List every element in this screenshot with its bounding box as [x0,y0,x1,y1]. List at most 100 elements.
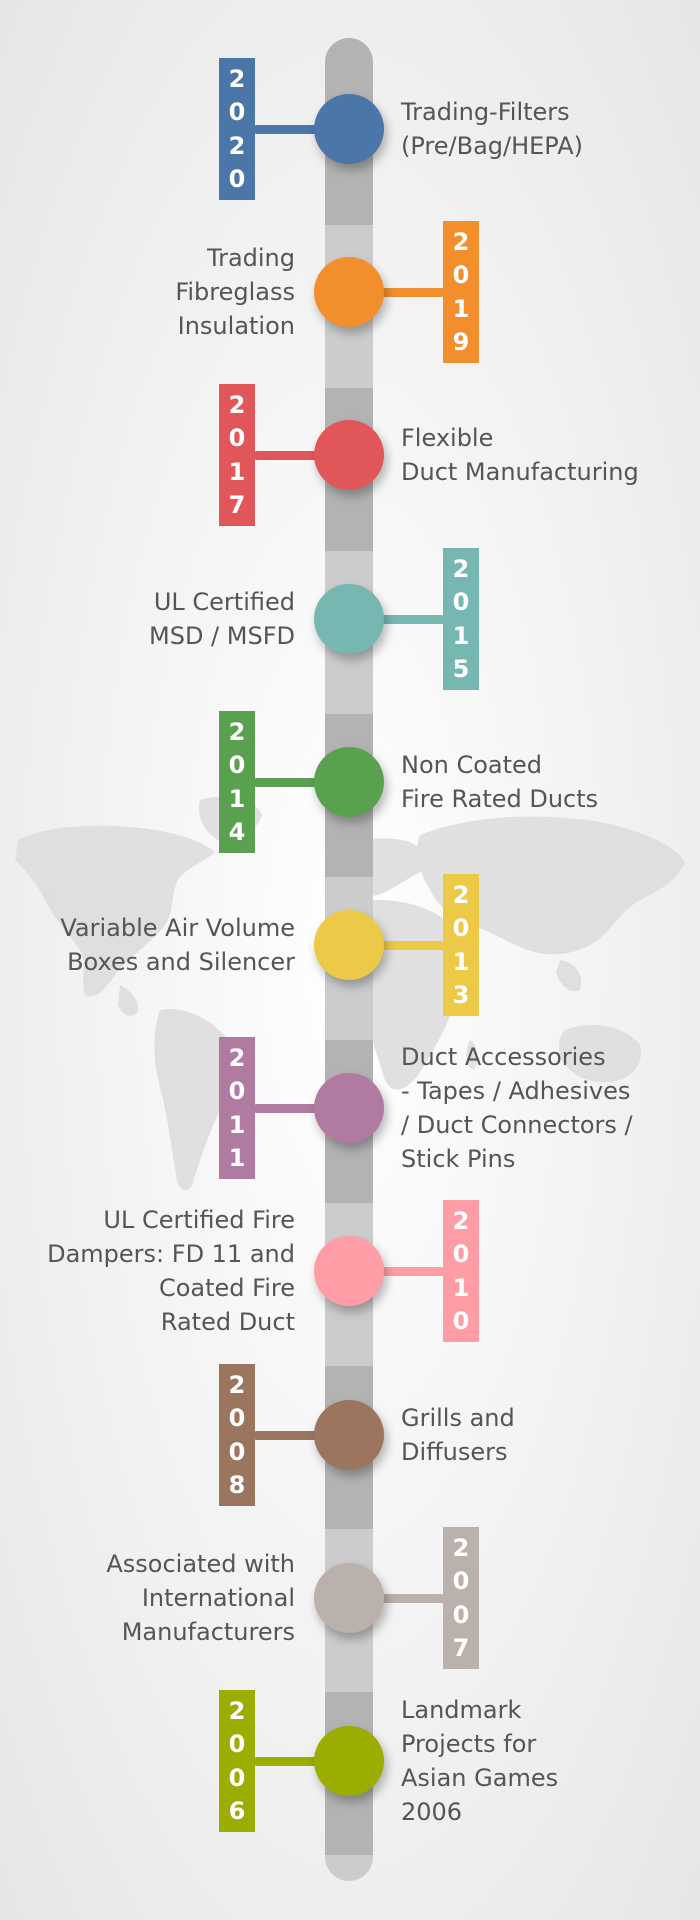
event-label-line: Non Coated [401,751,543,779]
event-connector [349,615,445,624]
year-digit: 1 [228,1110,246,1139]
year-digit: 1 [452,294,470,323]
year-digit: 0 [228,424,246,453]
event-label-line: MSD / MSFD [149,622,295,650]
year-digit: 0 [452,1306,470,1335]
event-label-line: Boxes and Silencer [67,948,295,976]
event-label-line: Flexible [401,424,494,452]
year-digit: 0 [228,751,246,780]
event-label-line: Fibreglass [175,278,295,306]
event-label-line: Coated Fire [158,1274,295,1302]
year-digit: 2 [452,1207,470,1236]
event-marker-2014 [314,747,384,817]
year-digit: 0 [452,588,470,617]
event-label-line: Grills and [401,1404,515,1432]
event-marker-2019 [314,257,384,327]
event-label-line: Associated with [106,1550,295,1578]
event-connector [253,1431,349,1440]
year-digit: 1 [452,1273,470,1302]
year-digit: 2 [452,1534,470,1563]
event-label-line: Rated Duct [160,1308,295,1336]
year-digit: 1 [228,1143,246,1172]
year-digit: 2 [452,228,470,257]
year-digit: 2 [228,65,246,94]
event-label-line: Trading [206,244,295,272]
event-connector [349,941,445,950]
year-digit: 0 [452,1240,470,1269]
year-digit: 7 [228,490,246,519]
year-digit: 2 [228,1371,246,1400]
year-digit: 0 [452,1567,470,1596]
event-label-line: Manufacturers [121,1618,295,1646]
event-label-line: UL Certified Fire [103,1206,295,1234]
event-label-line: International [141,1584,295,1612]
event-marker-2013 [314,910,384,980]
event-label-line: UL Certified [153,588,295,616]
event-label-line: Landmark [401,1696,522,1724]
year-digit: 1 [228,784,246,813]
year-digit: 0 [228,98,246,127]
event-label-2011: Duct Accessories- Tapes / Adhesives/ Duc… [401,1040,691,1176]
event-marker-2020 [314,94,384,164]
event-label-line: / Duct Connectors / [401,1111,633,1139]
year-digit: 0 [228,164,246,193]
year-digit: 0 [228,1763,246,1792]
event-label-line: 2006 [401,1798,463,1826]
year-digit: 0 [228,1437,246,1466]
event-label-line: Diffusers [401,1438,508,1466]
event-label-line: Stick Pins [401,1145,516,1173]
event-marker-2017 [314,420,384,490]
event-label-2020: Trading-Filters (Pre/Bag/HEPA) [401,95,691,163]
event-connector [349,1594,445,1603]
event-label-line: Asian Games [401,1764,559,1792]
event-connector [253,1757,349,1766]
event-label-line: Variable Air Volume [60,914,295,942]
year-digit: 8 [228,1470,246,1499]
year-digit: 0 [228,1077,246,1106]
event-connector [349,1267,445,1276]
year-digit: 0 [228,1730,246,1759]
year-digit: 6 [228,1796,246,1825]
year-digit: 5 [452,654,470,683]
year-digit: 2 [452,555,470,584]
event-marker-2008 [314,1400,384,1470]
event-marker-2011 [314,1073,384,1143]
year-digit: 0 [452,261,470,290]
year-digit: 0 [228,1404,246,1433]
year-digit: 7 [452,1633,470,1662]
event-label-line: (Pre/Bag/HEPA) [401,132,584,160]
event-connector [253,778,349,787]
year-digit: 1 [452,947,470,976]
year-digit: 2 [228,718,246,747]
year-digit: 3 [452,980,470,1009]
event-marker-2006 [314,1726,384,1796]
year-digit: 0 [452,914,470,943]
year-digit: 4 [228,817,246,846]
event-label-line: - Tapes / Adhesives [401,1077,631,1105]
event-label-line: Trading-Filters [401,98,570,126]
event-label-line: Fire Rated Ducts [401,785,599,813]
event-connector [253,1104,349,1113]
